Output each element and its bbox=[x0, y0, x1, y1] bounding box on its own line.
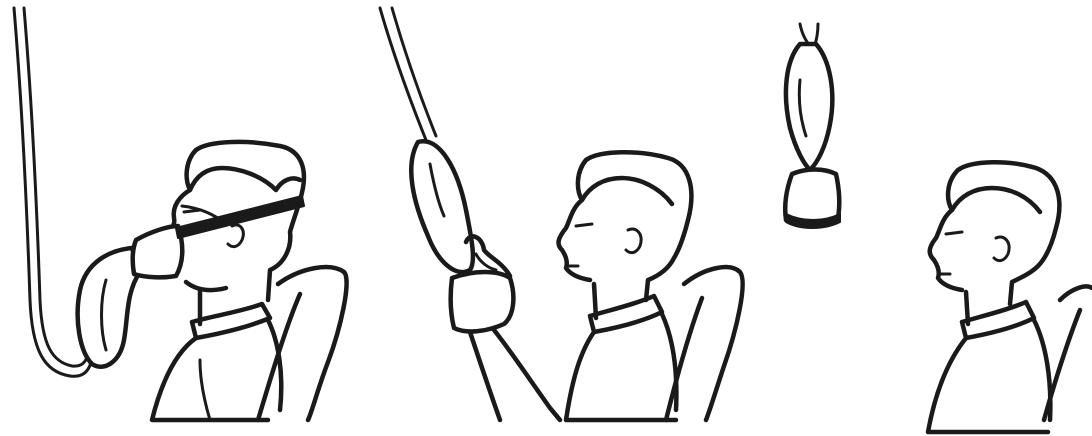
reservoir-bag bbox=[786, 44, 832, 170]
collar bbox=[192, 304, 270, 338]
ear bbox=[626, 229, 641, 253]
head bbox=[958, 162, 1059, 304]
reservoir-bag bbox=[78, 248, 140, 367]
hair bbox=[948, 170, 1040, 212]
oxygen-mask bbox=[133, 226, 183, 277]
oxygen-tube bbox=[380, 8, 436, 140]
face-profile bbox=[559, 200, 590, 280]
mask-strap bbox=[176, 196, 304, 238]
panel-1-mask-worn bbox=[14, 8, 347, 420]
torso bbox=[566, 332, 676, 420]
panel-3-mask-dropped bbox=[785, 24, 1092, 432]
ear bbox=[994, 237, 1009, 261]
collar bbox=[962, 302, 1034, 338]
collar bbox=[590, 296, 662, 332]
chin bbox=[186, 282, 226, 290]
reservoir-bag bbox=[411, 141, 473, 272]
seat-back bbox=[258, 267, 347, 420]
oxygen-mask bbox=[451, 272, 514, 331]
ear bbox=[228, 225, 243, 247]
eye bbox=[946, 232, 962, 234]
hair bbox=[187, 150, 300, 190]
arm bbox=[494, 330, 560, 420]
hair bbox=[578, 160, 672, 204]
face-profile bbox=[930, 210, 962, 290]
panel-2-mask-grabbed bbox=[380, 8, 743, 420]
torso bbox=[152, 338, 268, 420]
torso bbox=[928, 338, 1048, 432]
eye bbox=[576, 224, 592, 226]
head bbox=[586, 152, 691, 300]
